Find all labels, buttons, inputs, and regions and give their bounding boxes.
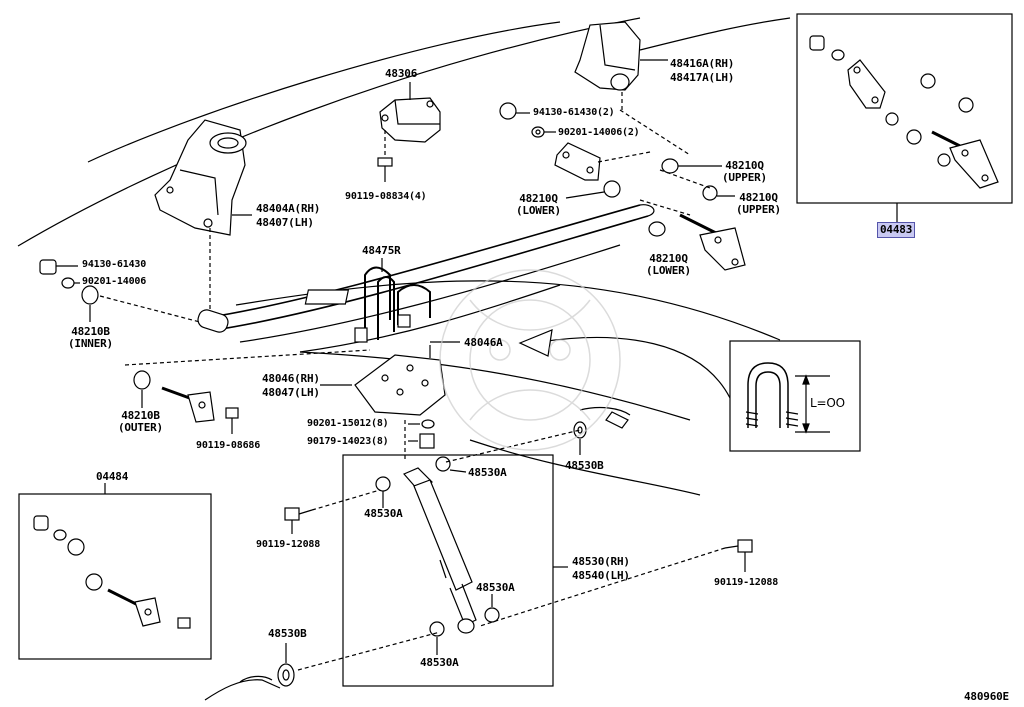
bushing-icon: [702, 185, 718, 201]
shackle-bolt-icon: [679, 213, 746, 271]
watermark-icon: [439, 269, 621, 451]
callout-90119-12088-right[interactable]: 90119-12088: [714, 577, 779, 588]
callout-48530a-3[interactable]: 48530A: [476, 581, 515, 594]
callout-48475r[interactable]: 48475R: [362, 244, 401, 257]
callout-90201-14006-2[interactable]: 90201-14006(2): [558, 127, 640, 138]
bushing-icon: [375, 476, 391, 492]
kit-04484-parts-icon: [33, 515, 191, 629]
callout-94130-61430[interactable]: 94130-61430: [82, 259, 147, 270]
frame-outline-curve: [639, 17, 791, 51]
callout-48210q-upper[interactable]: 48210Q(UPPER): [722, 159, 767, 184]
callout-94130-61430-2[interactable]: 94130-61430(2): [533, 107, 615, 118]
bushing-icon: [648, 221, 666, 237]
washer-icon: [277, 663, 295, 687]
callout-48210q-lower-2[interactable]: 48210Q(LOWER): [646, 252, 691, 277]
callout-48046a[interactable]: 48046A: [464, 336, 503, 349]
bushing-icon: [484, 607, 500, 623]
frame-rail: [605, 411, 629, 429]
callout-48210b-outer[interactable]: 48210B(OUTER): [118, 409, 163, 434]
callout-48530[interactable]: 48530(RH): [572, 555, 630, 568]
washer-icon: [531, 126, 545, 138]
callout-90179-14023-8[interactable]: 90179-14023(8): [307, 436, 389, 447]
callout-04483[interactable]: 04483: [877, 222, 916, 238]
bolt-plate-icon: [161, 386, 215, 423]
callout-90119-08834-4[interactable]: 90119-08834(4): [345, 191, 427, 202]
shock-absorber-icon: [403, 467, 477, 634]
shackle-plate-icon: [554, 142, 601, 181]
bracket-icon: [379, 97, 441, 143]
washer-icon: [421, 419, 435, 429]
washer-icon: [61, 277, 75, 289]
callout-48404a[interactable]: 48404A(RH): [256, 202, 321, 215]
callout-48417a[interactable]: 48417A(LH): [670, 71, 735, 84]
callout-48540[interactable]: 48540(LH): [572, 569, 630, 582]
callout-48210q-upper-2[interactable]: 48210Q(UPPER): [736, 191, 781, 216]
callout-48407[interactable]: 48407(LH): [256, 216, 314, 229]
callout-48530a-4[interactable]: 48530A: [420, 656, 459, 669]
bushing-icon: [661, 158, 679, 174]
callout-48416a[interactable]: 48416A(RH): [670, 57, 735, 70]
arrow-head: [518, 329, 553, 357]
washer-icon: [573, 421, 587, 439]
callout-48210b-inner[interactable]: 48210B(INNER): [68, 325, 113, 350]
frame-rail: [469, 439, 701, 496]
kit-box-04484: [18, 493, 212, 660]
kit-04483-parts-icon: [809, 35, 999, 189]
front-hanger-icon: [154, 119, 247, 236]
bolt-icon: [724, 539, 753, 553]
u-bolt-length-inset: [729, 340, 861, 452]
bushing-icon: [499, 102, 517, 120]
spring-seat-icon: [354, 345, 446, 416]
callout-90201-15012-8[interactable]: 90201-15012(8): [307, 418, 389, 429]
bolt-icon: [284, 507, 313, 521]
callout-48047[interactable]: 48047(LH): [262, 386, 320, 399]
bolt-icon: [225, 407, 239, 419]
callout-48306[interactable]: 48306: [385, 67, 418, 80]
callout-90119-12088-left[interactable]: 90119-12088: [256, 539, 321, 550]
u-bolt-icon: [304, 266, 431, 343]
bushing-icon: [603, 180, 621, 198]
callout-90119-08686[interactable]: 90119-08686: [196, 440, 261, 451]
callout-48530a-1[interactable]: 48530A: [468, 466, 507, 479]
callout-48530b-top[interactable]: 48530B: [565, 459, 604, 472]
diagram-id: 480960E: [964, 690, 1009, 703]
kit-box-04483: [796, 13, 1013, 204]
rear-hanger-icon: [574, 21, 641, 91]
bushing-icon: [435, 456, 451, 472]
inset-length-label: L=OO: [810, 396, 845, 410]
callout-48530b-bottom[interactable]: 48530B: [268, 627, 307, 640]
frame-outline-curve: [87, 21, 561, 163]
nut-icon: [419, 433, 435, 449]
callout-90201-14006[interactable]: 90201-14006: [82, 276, 147, 287]
frame-outline-curve: [17, 17, 641, 247]
shock-absorber-box: [342, 454, 554, 687]
callout-48210q-lower[interactable]: 48210Q(LOWER): [516, 192, 561, 217]
frame-rail: [299, 351, 691, 421]
arrow-line: [539, 336, 731, 399]
hand-outline: [204, 675, 281, 701]
callout-48530a-2[interactable]: 48530A: [364, 507, 403, 520]
bushing-icon: [429, 621, 445, 637]
frame-rail: [579, 406, 631, 416]
callout-48046[interactable]: 48046(RH): [262, 372, 320, 385]
nut-icon: [39, 259, 57, 275]
callout-04484[interactable]: 04484: [96, 470, 129, 483]
bushing-icon: [133, 370, 151, 390]
bolt-icon: [377, 157, 393, 182]
u-bolt-dimension-icon: [745, 362, 830, 434]
bushing-icon: [81, 285, 99, 305]
